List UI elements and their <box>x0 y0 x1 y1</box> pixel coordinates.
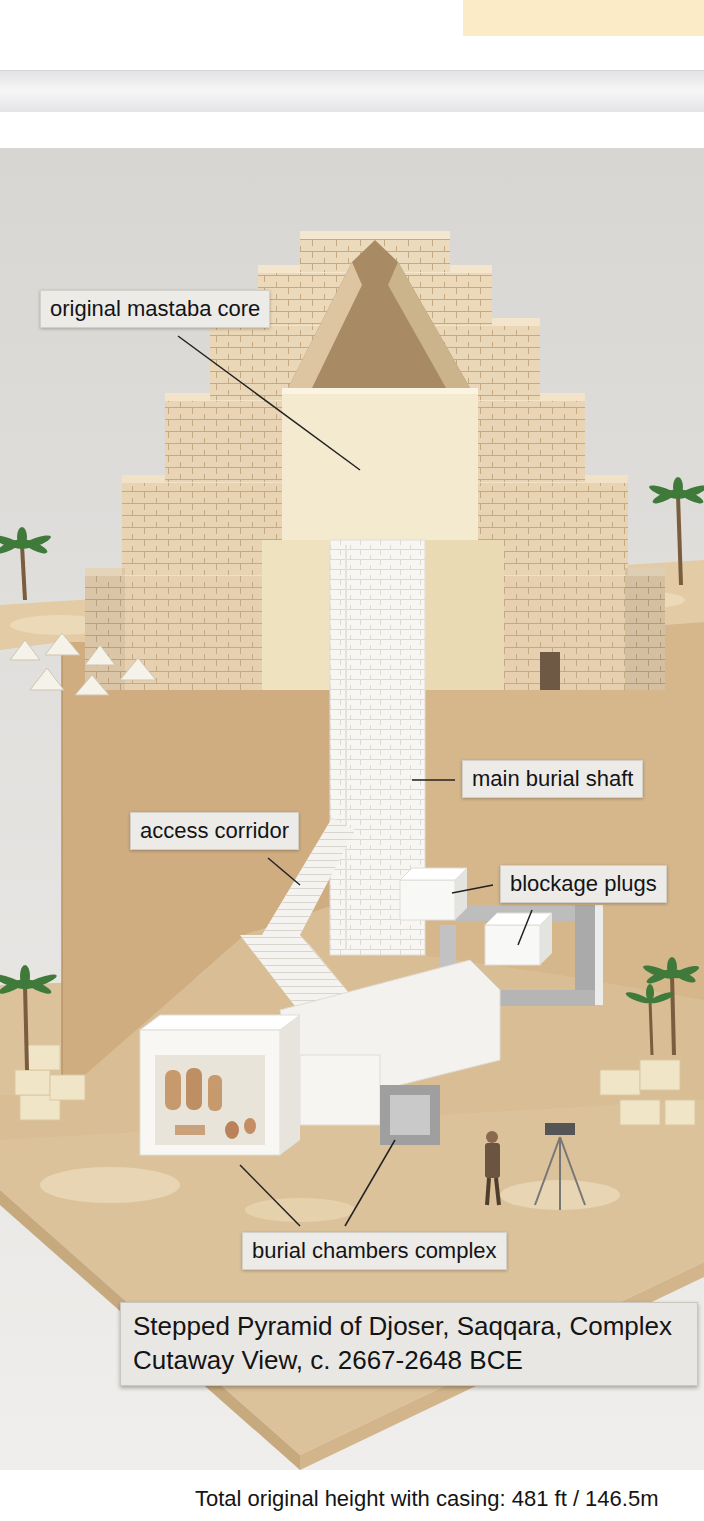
label-text: main burial shaft <box>472 766 633 792</box>
callout-label: original mastaba core <box>40 290 270 328</box>
chest <box>175 1125 205 1135</box>
stone-stack <box>600 1060 695 1125</box>
callout-label: blockage plugs <box>500 865 667 903</box>
grey-bar <box>0 70 704 112</box>
blockage-plug <box>485 913 552 965</box>
grey-chamber <box>380 1085 440 1145</box>
cut-wall <box>288 262 362 388</box>
palm-tree <box>0 965 58 1070</box>
label-text: access corridor <box>140 818 289 844</box>
chamber-recess <box>155 1055 265 1145</box>
cut-notch <box>288 240 470 388</box>
sarcophagus <box>186 1068 202 1110</box>
vessel <box>225 1121 239 1139</box>
sarcophagus <box>208 1075 222 1111</box>
shaft-edge <box>345 545 347 950</box>
title-text: Stepped Pyramid of Djoser, Saqqara, Comp… <box>133 1310 685 1378</box>
chamber-top <box>140 1015 300 1030</box>
blockage-plug <box>400 868 467 920</box>
block-edge <box>61 642 63 1095</box>
tents <box>10 633 156 695</box>
grey-chamber-inner <box>390 1095 430 1135</box>
channel-wall <box>595 905 603 1005</box>
label-text: original mastaba core <box>50 296 260 322</box>
mastaba-lower <box>424 540 504 690</box>
label-text: burial chambers complex <box>252 1238 497 1264</box>
title-box: Stepped Pyramid of Djoser, Saqqara, Comp… <box>120 1302 698 1386</box>
caption-text: Total original height with casing: 481 f… <box>195 1486 659 1512</box>
cut-wall <box>388 262 470 388</box>
label-text: blockage plugs <box>510 871 657 897</box>
caption: Total original height with casing: 481 f… <box>195 1486 659 1512</box>
palm-tree <box>648 477 704 585</box>
vessel <box>244 1118 256 1134</box>
palm-tree <box>642 957 701 1055</box>
chamber-side <box>280 1015 300 1155</box>
photo-ground <box>0 148 704 1470</box>
callout-label: burial chambers complex <box>242 1232 507 1270</box>
palm-tree <box>0 527 52 600</box>
bar-edge <box>0 70 704 71</box>
callout-label: main burial shaft <box>462 760 643 798</box>
palm-tree <box>625 984 676 1055</box>
sand-patch <box>245 1198 355 1222</box>
burial-chamber <box>140 1030 280 1155</box>
top-bar <box>463 0 704 36</box>
chamber-block <box>300 1055 380 1125</box>
sarcophagus <box>165 1070 181 1110</box>
sand-patch <box>40 1167 180 1203</box>
mastaba-top <box>282 388 478 394</box>
mastaba-lower <box>262 540 332 690</box>
mastaba-core <box>282 388 478 540</box>
pyramid-entrance <box>540 652 560 690</box>
surveyor-figure <box>485 1131 500 1205</box>
callout-label: access corridor <box>130 812 299 850</box>
tripod <box>535 1123 585 1210</box>
